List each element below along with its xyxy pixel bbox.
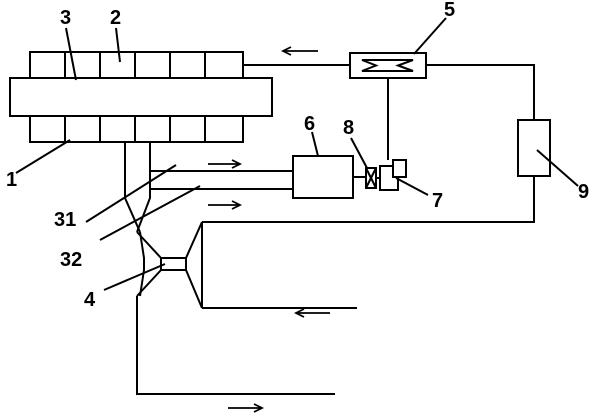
component-8-coupling xyxy=(365,167,377,189)
cylinder-block xyxy=(99,115,136,143)
flow-arrow-left xyxy=(293,308,330,318)
component-7-valve xyxy=(379,159,407,191)
cylinder-block xyxy=(64,115,101,143)
cylinder-block xyxy=(29,115,66,143)
component-5-venturi xyxy=(361,59,414,72)
cylinder-block xyxy=(134,115,171,143)
lower-cylinder-row xyxy=(29,115,244,143)
label-31: 31 xyxy=(54,209,76,231)
turbocharger-4 xyxy=(136,221,203,309)
cylinder-block xyxy=(169,115,206,143)
line-5-to-9 xyxy=(426,64,535,120)
label-9: 9 xyxy=(578,181,589,203)
label-3: 3 xyxy=(60,7,71,29)
cylinder-block xyxy=(64,51,101,79)
label-1: 1 xyxy=(6,169,17,191)
component-6-box xyxy=(292,155,354,199)
upper-cylinder-row xyxy=(29,51,244,79)
cylinder-block xyxy=(204,115,244,143)
flow-arrow-right xyxy=(228,403,265,413)
flow-arrow-left xyxy=(280,46,318,56)
label-2: 2 xyxy=(110,7,121,29)
label-5: 5 xyxy=(444,0,455,21)
label-32: 32 xyxy=(60,249,82,271)
cylinder-block xyxy=(99,51,136,79)
cylinder-block xyxy=(204,51,244,79)
component-5-box xyxy=(349,52,427,79)
line-9-to-turbo xyxy=(202,176,535,223)
flow-arrow-right xyxy=(208,159,243,169)
exhaust-right-wall xyxy=(136,142,151,233)
cylinder-block xyxy=(169,51,206,79)
manifold-body xyxy=(9,77,273,117)
label-6: 6 xyxy=(304,113,315,135)
exhaust-tail-pipe xyxy=(136,296,335,395)
component-9-box xyxy=(517,119,551,177)
flow-arrow-right xyxy=(208,200,243,210)
label-4: 4 xyxy=(84,289,96,311)
leader-lines xyxy=(15,17,579,291)
label-8: 8 xyxy=(343,117,354,139)
cylinder-block xyxy=(134,51,171,79)
label-7: 7 xyxy=(432,190,443,212)
cylinder-block xyxy=(29,51,66,79)
